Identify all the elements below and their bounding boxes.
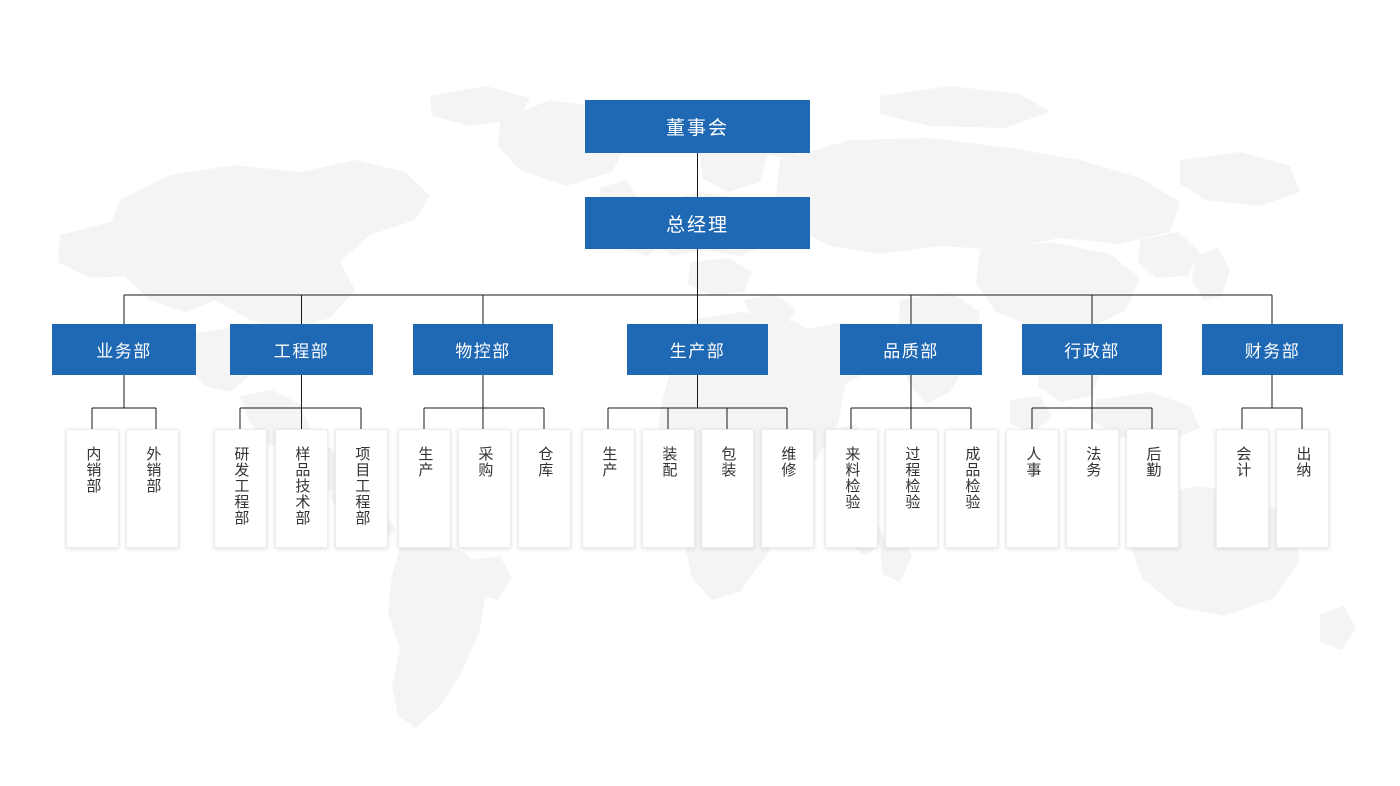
node-department-material-control-label: 物控部 xyxy=(455,342,511,362)
node-department-production-label: 生产部 xyxy=(669,342,726,362)
node-leaf-mc-production[interactable]: 生产 xyxy=(398,429,451,548)
node-leaf-assembly-label: 装配 xyxy=(660,446,679,478)
node-leaf-project-engineering[interactable]: 项目工程部 xyxy=(335,429,388,548)
node-leaf-human-resources[interactable]: 人事 xyxy=(1006,429,1059,548)
node-department-administration[interactable]: 行政部 xyxy=(1022,324,1162,375)
node-leaf-incoming-inspection-label: 来料检验 xyxy=(843,446,862,510)
node-leaf-packaging[interactable]: 包装 xyxy=(701,429,754,548)
node-leaf-accounting[interactable]: 会计 xyxy=(1216,429,1269,548)
node-leaf-warehouse-label: 仓库 xyxy=(536,446,555,478)
node-department-engineering[interactable]: 工程部 xyxy=(230,324,373,375)
node-leaf-domestic-sales-label: 内销部 xyxy=(84,446,103,494)
node-leaf-purchasing-label: 采购 xyxy=(476,446,495,478)
node-leaf-purchasing[interactable]: 采购 xyxy=(458,429,511,548)
node-department-material-control[interactable]: 物控部 xyxy=(413,324,553,375)
node-department-quality-label: 品质部 xyxy=(883,342,939,362)
node-leaf-production[interactable]: 生产 xyxy=(582,429,635,548)
node-general-manager-label: 总经理 xyxy=(665,213,729,236)
node-department-finance[interactable]: 财务部 xyxy=(1202,324,1343,375)
node-leaf-legal-label: 法务 xyxy=(1084,446,1103,478)
node-leaf-legal[interactable]: 法务 xyxy=(1066,429,1119,548)
node-leaf-final-inspection[interactable]: 成品检验 xyxy=(945,429,998,548)
node-leaf-sample-technology-label: 样品技术部 xyxy=(293,446,312,526)
node-leaf-maintenance[interactable]: 维修 xyxy=(761,429,814,548)
node-leaf-cashier-label: 出纳 xyxy=(1294,446,1313,478)
node-leaf-assembly[interactable]: 装配 xyxy=(642,429,695,548)
node-department-finance-label: 财务部 xyxy=(1244,342,1301,362)
node-leaf-mc-production-label: 生产 xyxy=(416,446,435,478)
node-leaf-packaging-label: 包装 xyxy=(719,446,738,478)
node-leaf-export-sales-label: 外销部 xyxy=(144,446,163,494)
node-department-engineering-label: 工程部 xyxy=(273,342,330,362)
node-leaf-project-engineering-label: 项目工程部 xyxy=(353,446,372,526)
node-leaf-logistics-support-label: 后勤 xyxy=(1144,446,1163,478)
node-leaf-cashier[interactable]: 出纳 xyxy=(1276,429,1329,548)
node-leaf-accounting-label: 会计 xyxy=(1234,446,1253,478)
node-leaf-human-resources-label: 人事 xyxy=(1024,446,1043,478)
node-leaf-incoming-inspection[interactable]: 来料检验 xyxy=(825,429,878,548)
node-department-sales[interactable]: 业务部 xyxy=(52,324,196,375)
node-leaf-export-sales[interactable]: 外销部 xyxy=(126,429,179,548)
node-leaf-rd-engineering-label: 研发工程部 xyxy=(232,446,251,526)
node-leaf-production-label: 生产 xyxy=(600,446,619,478)
node-leaf-sample-technology[interactable]: 样品技术部 xyxy=(275,429,328,548)
node-department-production[interactable]: 生产部 xyxy=(627,324,768,375)
node-department-administration-label: 行政部 xyxy=(1064,342,1120,362)
node-leaf-maintenance-label: 维修 xyxy=(779,446,798,478)
node-leaf-rd-engineering[interactable]: 研发工程部 xyxy=(214,429,267,548)
node-general-manager[interactable]: 总经理 xyxy=(585,197,810,249)
node-leaf-domestic-sales[interactable]: 内销部 xyxy=(66,429,119,548)
node-leaf-logistics-support[interactable]: 后勤 xyxy=(1126,429,1179,548)
node-department-quality[interactable]: 品质部 xyxy=(840,324,982,375)
node-board-label: 董事会 xyxy=(665,117,729,139)
node-board[interactable]: 董事会 xyxy=(585,100,810,153)
node-department-sales-label: 业务部 xyxy=(96,342,152,362)
node-leaf-process-inspection-label: 过程检验 xyxy=(903,446,922,510)
node-leaf-process-inspection[interactable]: 过程检验 xyxy=(885,429,938,548)
node-leaf-warehouse[interactable]: 仓库 xyxy=(518,429,571,548)
node-leaf-final-inspection-label: 成品检验 xyxy=(963,446,982,510)
